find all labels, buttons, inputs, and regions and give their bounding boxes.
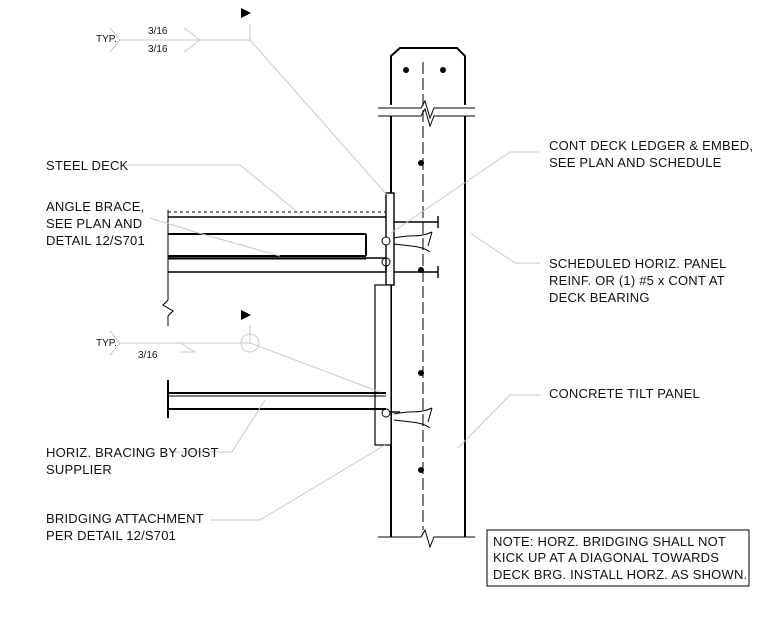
weld-top-typ: TYP. xyxy=(96,34,117,45)
note-line-1: NOTE: HORZ. BRIDGING SHALL NOT xyxy=(493,534,726,549)
label-horiz-bracing-1: HORIZ. BRACING BY JOIST xyxy=(46,445,219,460)
weld-mid-typ: TYP. xyxy=(96,338,117,349)
weld-symbol-top: TYP. 3/16 3/16 xyxy=(96,8,389,197)
weld-symbol-mid: TYP. 3/16 xyxy=(96,310,381,393)
labels: STEEL DECK ANGLE BRACE, SEE PLAN AND DET… xyxy=(46,138,753,543)
label-angle-brace-1: ANGLE BRACE, xyxy=(46,199,145,214)
weld-mid-size: 3/16 xyxy=(138,350,158,361)
label-reinf-1: SCHEDULED HORIZ. PANEL xyxy=(549,256,727,271)
label-bridging-1: BRIDGING ATTACHMENT xyxy=(46,511,204,526)
weld-top-lower: 3/16 xyxy=(148,44,168,55)
note-box: NOTE: HORZ. BRIDGING SHALL NOT KICK UP A… xyxy=(486,529,750,587)
label-tilt-panel: CONCRETE TILT PANEL xyxy=(549,386,700,401)
deck-ledger-embed xyxy=(374,192,439,446)
note-line-2: KICK UP AT A DIAGONAL TOWARDS xyxy=(493,550,719,565)
weld-top-upper: 3/16 xyxy=(148,26,168,37)
concrete-tilt-panel xyxy=(378,47,475,549)
label-ledger-2: SEE PLAN AND SCHEDULE xyxy=(549,155,722,170)
label-bridging-2: PER DETAIL 12/S701 xyxy=(46,528,176,543)
note-line-3: DECK BRG. INSTALL HORZ. AS SHOWN. xyxy=(493,567,747,582)
leader-lines xyxy=(125,151,540,521)
label-angle-brace-3: DETAIL 12/S701 xyxy=(46,233,145,248)
label-reinf-2: REINF. OR (1) #5 x CONT AT xyxy=(549,273,725,288)
horiz-bracing-member xyxy=(167,380,386,418)
label-steel-deck: STEEL DECK xyxy=(46,158,129,173)
steel-deck xyxy=(162,210,387,326)
label-ledger-1: CONT DECK LEDGER & EMBED, xyxy=(549,138,753,153)
label-angle-brace-2: SEE PLAN AND xyxy=(46,216,142,231)
label-horiz-bracing-2: SUPPLIER xyxy=(46,462,112,477)
label-reinf-3: DECK BEARING xyxy=(549,290,650,305)
